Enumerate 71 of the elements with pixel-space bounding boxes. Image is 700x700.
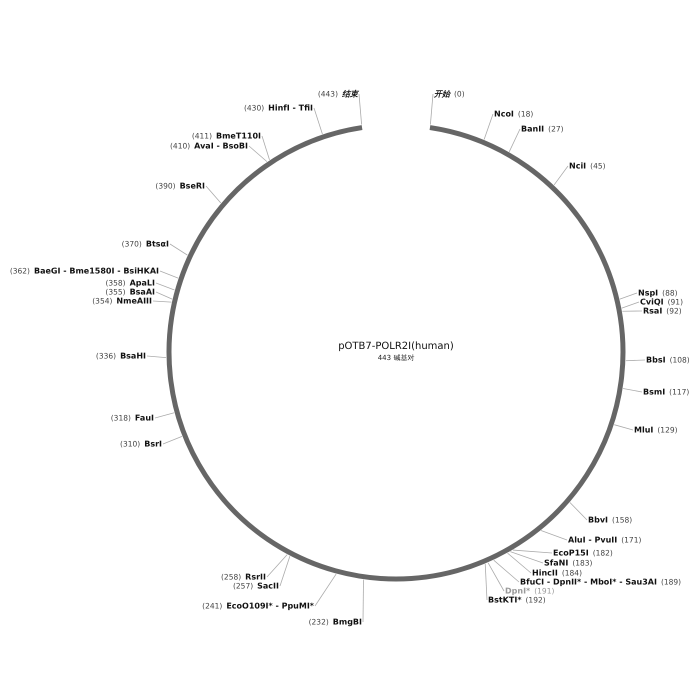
leader-line (493, 560, 520, 582)
leader-line (146, 356, 166, 358)
enzyme-name: RsaI (643, 306, 662, 316)
leader-line (621, 302, 640, 309)
enzyme-name: BmeT110I (216, 132, 261, 140)
leader-line (508, 128, 520, 152)
leader-line (430, 94, 434, 125)
leader-line (154, 412, 175, 418)
leader-line (314, 108, 323, 134)
leader-line (206, 186, 222, 204)
leader-line (622, 310, 642, 312)
leader-line (362, 579, 364, 622)
enzyme-name: EcoO109I* - PpuMI* (226, 602, 314, 610)
enzyme-name: BaeGI - Bme1580I - BsiHKAI (34, 266, 159, 276)
enzyme-name: BtsαI (146, 240, 169, 248)
leader-line (625, 360, 646, 362)
leader-line (619, 292, 638, 300)
enzyme-name: AluI - PvuII (568, 536, 618, 544)
leader-line (484, 114, 494, 140)
enzyme-name: EcoP15I (553, 548, 589, 558)
leader-line (540, 530, 568, 540)
enzyme-name: BfuCI - DpnII* - MboI* - Sau3AI (520, 578, 657, 586)
enzyme-name: BsaHI (120, 352, 146, 360)
enzyme-name: BsmI (643, 388, 666, 396)
leader-line (622, 388, 642, 392)
enzyme-name: BbsI (646, 356, 666, 364)
enzyme-name: 结束 (342, 88, 358, 100)
enzyme-name: BsaAI (130, 288, 155, 296)
leader-line (170, 244, 188, 256)
enzyme-name: SfaNI (544, 558, 568, 568)
leader-line (156, 292, 173, 300)
enzyme-name: NciI (569, 162, 586, 170)
leader-line (248, 146, 268, 162)
leader-line (314, 574, 337, 606)
leader-line (162, 436, 182, 444)
leader-line (358, 94, 362, 125)
leader-line (266, 554, 288, 578)
leader-line (160, 270, 179, 279)
enzyme-name: RsrII (245, 572, 266, 582)
leader-line (614, 424, 634, 430)
enzyme-name: MluI (634, 426, 654, 434)
leader-line (156, 282, 175, 290)
plasmid-name: pOTB7-POLR2I(human) (338, 341, 454, 352)
enzyme-name: NcoI (494, 110, 514, 118)
enzyme-name: BmgBI (332, 618, 362, 626)
enzyme-name: BseRI (180, 182, 205, 190)
enzyme-name: NmeAIII (116, 296, 152, 306)
enzyme-name: BstKTI* (488, 596, 522, 604)
enzyme-name: FauI (134, 414, 154, 422)
enzyme-name: DpnI* (505, 586, 530, 596)
leader-line (510, 551, 544, 564)
enzyme-name: 开始 (434, 88, 450, 100)
enzyme-name: NspI (638, 288, 658, 298)
leader-line (484, 564, 488, 600)
enzyme-name: AvaI - BsoBI (194, 142, 248, 150)
enzyme-name: SacII (257, 582, 279, 590)
leader-line (488, 562, 504, 592)
enzyme-name: HinfI - TfiI (268, 104, 313, 112)
enzyme-name: ApaLI (130, 278, 155, 288)
leader-line (262, 136, 270, 160)
enzyme-name: CviQI (640, 298, 664, 306)
enzyme-name: BanII (521, 124, 544, 134)
leader-line (570, 502, 588, 520)
enzyme-name: BbvI (588, 516, 608, 524)
leader-line (280, 556, 290, 586)
leader-line (507, 552, 532, 574)
leader-line (512, 550, 552, 554)
enzyme-name: BsrI (144, 440, 162, 448)
leader-line (152, 300, 172, 302)
enzyme-name: HincII (532, 568, 558, 578)
leader-line (554, 166, 568, 186)
